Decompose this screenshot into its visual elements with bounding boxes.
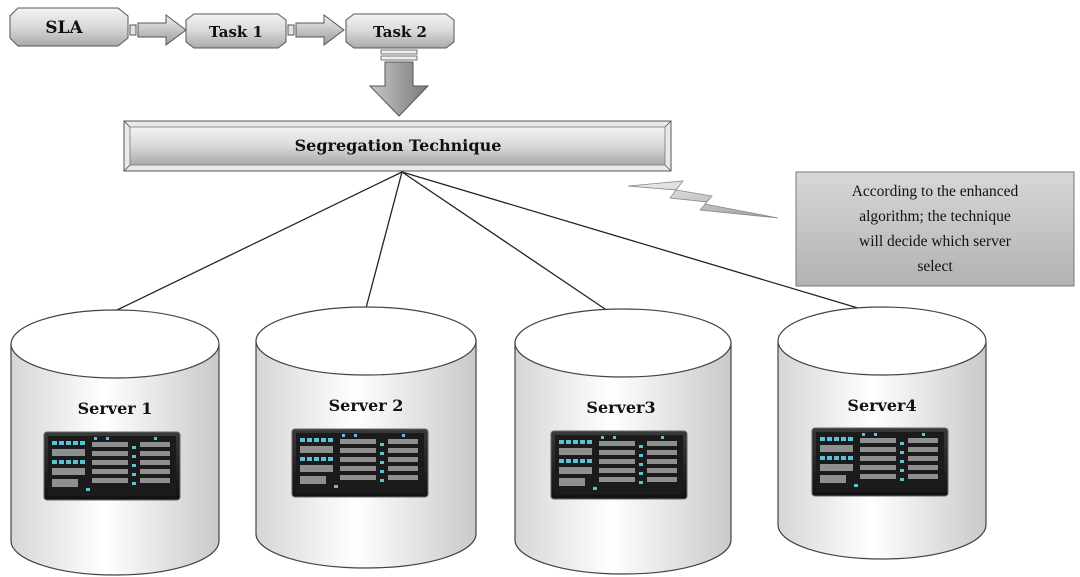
callout-line-1: According to the enhanced <box>852 183 1019 200</box>
server-cylinder-3: Server3 <box>514 308 732 575</box>
connector-server-2 <box>365 171 403 309</box>
server-rack-icon <box>550 430 688 500</box>
segregation-technique-box: Segregation Technique <box>123 120 672 172</box>
lightning-bolt-icon <box>627 180 779 219</box>
connector-lines <box>114 171 869 312</box>
server-rack-icon <box>43 431 181 501</box>
server-2-label: Server 2 <box>329 396 404 415</box>
sla-box: SLA <box>9 7 129 47</box>
connector-server-3 <box>401 171 609 312</box>
server-cylinder-1: Server 1 <box>10 309 220 576</box>
callout-line-2: algorithm; the technique <box>859 208 1011 225</box>
connector-server-4 <box>401 171 869 312</box>
server-cylinder-4: Server4 <box>777 306 987 560</box>
server-4-label: Server4 <box>847 396 916 415</box>
callout-line-3: will decide which server <box>859 233 1012 250</box>
arrow-down-to-technique <box>368 49 430 117</box>
task1-box: Task 1 <box>185 13 287 49</box>
connector-server-1 <box>114 171 403 312</box>
task2-label: Task 2 <box>373 23 427 41</box>
server-cylinder-2: Server 2 <box>255 306 477 569</box>
segregation-technique-label: Segregation Technique <box>295 136 502 155</box>
task2-box: Task 2 <box>345 13 455 49</box>
callout-note: According to the enhanced algorithm; the… <box>795 171 1075 287</box>
server-rack-icon <box>811 427 949 497</box>
callout-line-4: select <box>917 258 953 275</box>
arrow-task1-to-task2 <box>287 14 345 46</box>
server-1-label: Server 1 <box>78 399 153 418</box>
sla-label: SLA <box>45 18 83 38</box>
arrow-sla-to-task1 <box>129 14 187 46</box>
server-3-label: Server3 <box>586 398 655 417</box>
server-rack-icon <box>291 428 429 498</box>
task1-label: Task 1 <box>209 23 263 41</box>
